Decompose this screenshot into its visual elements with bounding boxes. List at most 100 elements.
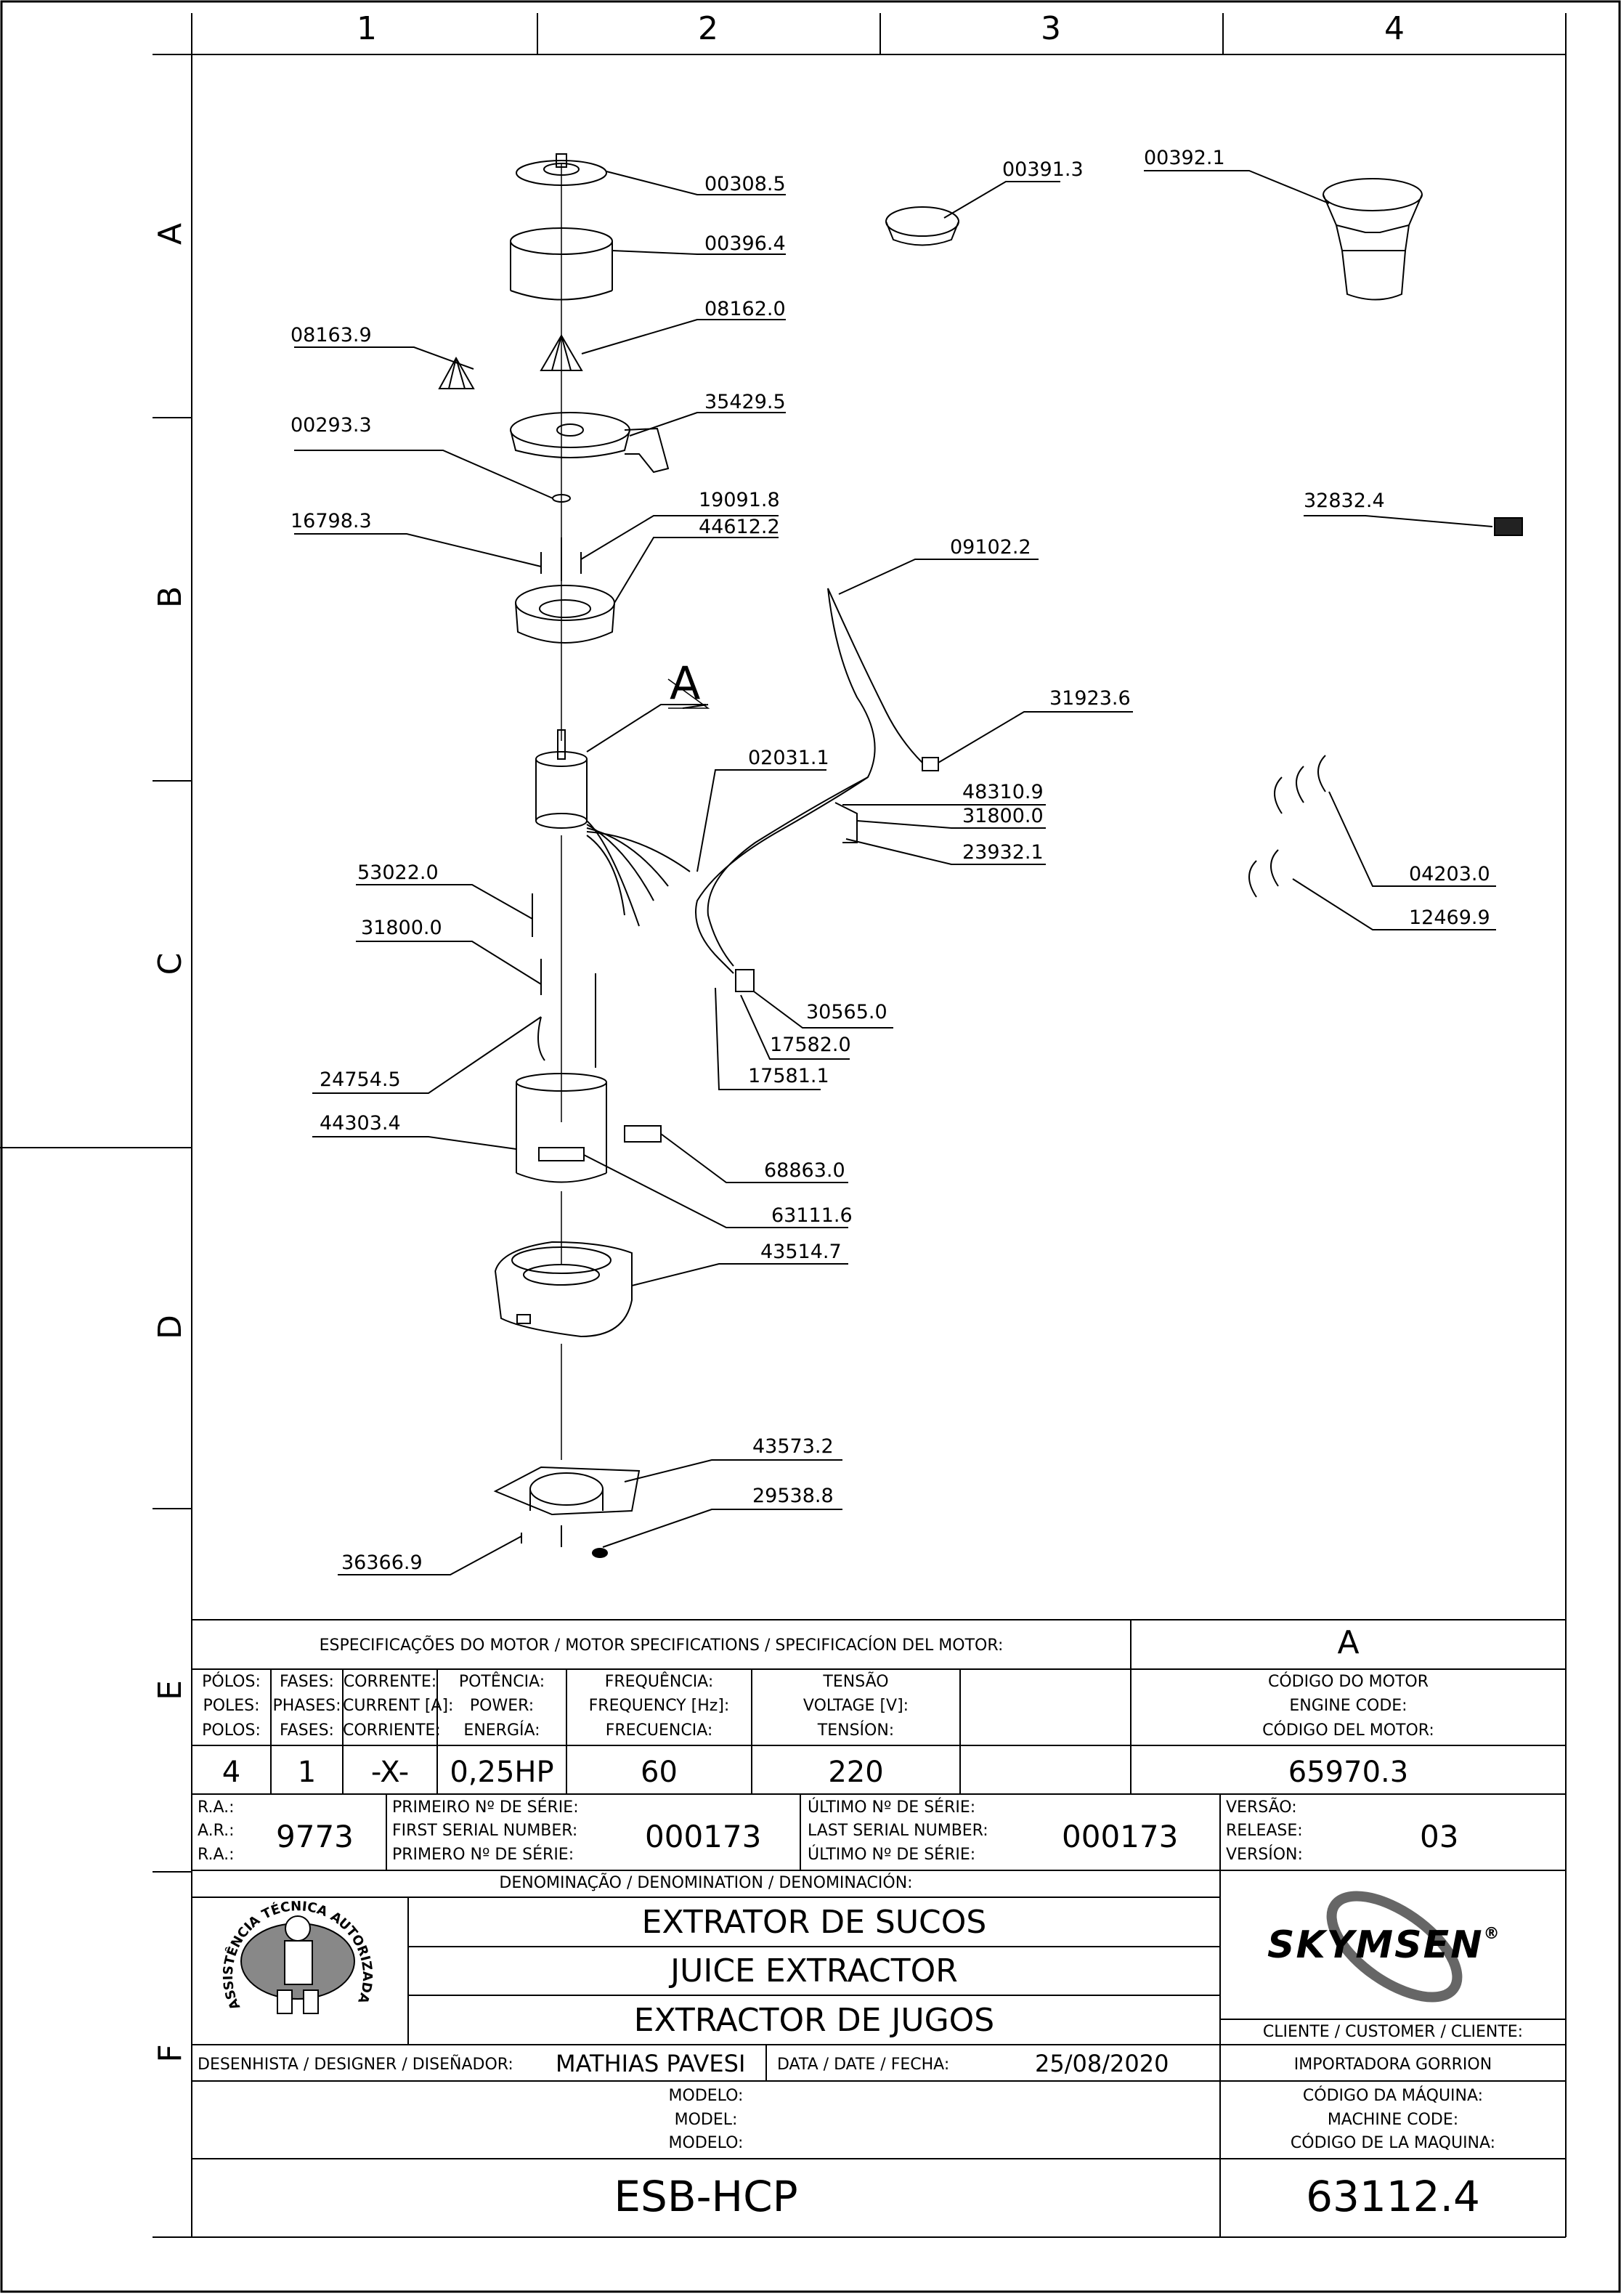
part-label: 43514.7 xyxy=(760,1241,842,1263)
current-h1: CORRENTE: xyxy=(343,1673,437,1691)
row-label-B: B xyxy=(152,585,189,609)
date-label: DATA / DATE / FECHA: xyxy=(777,2056,950,2074)
detail-letter: A xyxy=(670,657,701,710)
version-label-3: VERSÍON: xyxy=(1226,1846,1303,1864)
part-label: 17582.0 xyxy=(770,1034,851,1056)
frequency-h3: FRECUENCIA: xyxy=(605,1721,713,1740)
designer-label: DESENHISTA / DESIGNER / DISEÑADOR: xyxy=(198,2056,513,2074)
part-label: 43573.2 xyxy=(752,1435,834,1458)
poles-h1: PÓLOS: xyxy=(202,1673,261,1691)
part-label: 00308.5 xyxy=(704,173,786,195)
designer-value: MATHIAS PAVESI xyxy=(556,2050,746,2077)
ra-label-2: A.R.: xyxy=(198,1822,235,1840)
voltage-h2: VOLTAGE [V]: xyxy=(803,1697,909,1715)
denomination-header: DENOMINAÇÃO / DENOMINATION / DENOMINACIÓ… xyxy=(499,1874,913,1892)
row-label-E: E xyxy=(152,1680,189,1700)
part-label: 08163.9 xyxy=(291,324,372,346)
brand-logo xyxy=(1326,1891,1463,2003)
part-label: 35429.5 xyxy=(704,391,786,413)
part-label: 19091.8 xyxy=(699,489,780,511)
version-value: 03 xyxy=(1420,1819,1459,1854)
version-label-2: RELEASE: xyxy=(1226,1822,1303,1840)
part-label: 29538.8 xyxy=(752,1485,834,1507)
poles-h2: POLES: xyxy=(203,1697,260,1715)
first-serial-label-3: PRIMERO Nº DE SÉRIE: xyxy=(392,1846,574,1864)
first-serial-value: 000173 xyxy=(645,1819,762,1854)
engine-code-h1: CÓDIGO DO MOTOR xyxy=(1267,1673,1429,1691)
part-label: 44612.2 xyxy=(699,516,780,538)
part-label: 63111.6 xyxy=(771,1204,853,1227)
part-label: 32832.4 xyxy=(1304,490,1385,512)
seal-logo: ASSISTÊNCIA TÉCNICA AUTORIZADA xyxy=(221,1899,375,2014)
power-h1: POTÊNCIA: xyxy=(458,1673,545,1691)
column-label-3: 3 xyxy=(1041,10,1061,47)
client-value: IMPORTADORA GORRION xyxy=(1293,2056,1492,2074)
part-label: 53022.0 xyxy=(357,861,439,884)
machine-code-label-1: CÓDIGO DA MÁQUINA: xyxy=(1302,2087,1484,2105)
phases-value: 1 xyxy=(297,1756,317,1789)
version-label-1: VERSÃO: xyxy=(1226,1798,1297,1817)
client-label: CLIENTE / CUSTOMER / CLIENTE: xyxy=(1262,2023,1524,2041)
frequency-h2: FREQUENCY [Hz]: xyxy=(588,1697,730,1715)
part-label: 00396.4 xyxy=(704,232,786,255)
frequency-value: 60 xyxy=(641,1756,678,1789)
last-serial-value: 000173 xyxy=(1062,1819,1179,1854)
model-label-2: MODEL: xyxy=(674,2111,738,2129)
power-h3: ENERGÍA: xyxy=(463,1721,540,1740)
first-serial-label-2: FIRST SERIAL NUMBER: xyxy=(392,1822,578,1840)
voltage-h1: TENSÃO xyxy=(823,1673,889,1691)
model-label-3: MODELO: xyxy=(668,2134,744,2152)
part-label: 04203.0 xyxy=(1409,863,1490,885)
frequency-h1: FREQUÊNCIA: xyxy=(604,1673,714,1691)
denomination-line-3: EXTRACTOR DE JUGOS xyxy=(633,2002,995,2039)
part-label: 16798.3 xyxy=(291,510,372,532)
column-label-4: 4 xyxy=(1384,10,1405,47)
ra-label-1: R.A.: xyxy=(198,1798,235,1817)
part-label: 31800.0 xyxy=(962,805,1044,827)
row-label-A: A xyxy=(152,222,189,246)
motor-letter: A xyxy=(1337,1624,1360,1661)
voltage-value: 220 xyxy=(828,1756,884,1789)
poles-h3: POLOS: xyxy=(202,1721,261,1740)
ra-label-3: R.A.: xyxy=(198,1846,235,1864)
row-label-C: C xyxy=(152,952,189,975)
part-label: 24754.5 xyxy=(320,1068,401,1091)
voltage-h3: TENSÍON: xyxy=(817,1721,895,1740)
denomination-line-1: EXTRATOR DE SUCOS xyxy=(641,1904,987,1941)
part-label: 00293.3 xyxy=(291,414,372,437)
current-h3: CORRIENTE: xyxy=(343,1721,441,1740)
phases-h1: FASES: xyxy=(280,1673,334,1691)
part-label: 30565.0 xyxy=(806,1001,887,1023)
part-label: 12469.9 xyxy=(1409,906,1490,929)
current-h2: CURRENT [A]: xyxy=(343,1697,454,1715)
date-value: 25/08/2020 xyxy=(1035,2050,1169,2077)
denomination-line-2: JUICE EXTRACTOR xyxy=(670,1952,958,1989)
part-label: 09102.2 xyxy=(950,536,1031,559)
ra-value: 9773 xyxy=(276,1819,354,1854)
engine-code-h3: CÓDIGO DEL MOTOR: xyxy=(1262,1721,1434,1740)
last-serial-label-2: LAST SERIAL NUMBER: xyxy=(808,1822,988,1840)
part-label: 08162.0 xyxy=(704,298,786,320)
part-label: 31800.0 xyxy=(361,917,442,939)
first-serial-label-1: PRIMEIRO Nº DE SÉRIE: xyxy=(392,1798,579,1817)
machine-code-value: 63112.4 xyxy=(1306,2172,1480,2221)
row-label-D: D xyxy=(152,1315,189,1339)
brand-name: SKYMSEN® xyxy=(1267,1925,1501,1965)
part-label: 02031.1 xyxy=(748,747,829,769)
part-label: 00391.3 xyxy=(1002,158,1084,181)
last-serial-label-1: ÚLTIMO Nº DE SÉRIE: xyxy=(808,1798,976,1817)
phases-h2: PHASES: xyxy=(272,1697,341,1715)
brand-reg-mark: ® xyxy=(1483,1925,1501,1943)
part-label: 48310.9 xyxy=(962,781,1044,803)
part-label: 31923.6 xyxy=(1049,687,1131,710)
last-serial-label-3: ÚLTIMO Nº DE SÉRIE: xyxy=(808,1846,976,1864)
current-value: -X- xyxy=(370,1756,410,1789)
row-label-F: F xyxy=(152,2044,189,2063)
model-label-1: MODELO: xyxy=(668,2087,744,2105)
part-label: 00392.1 xyxy=(1144,147,1225,169)
model-value: ESB-HCP xyxy=(614,2172,798,2221)
column-label-2: 2 xyxy=(698,10,718,47)
power-h2: POWER: xyxy=(469,1697,535,1715)
